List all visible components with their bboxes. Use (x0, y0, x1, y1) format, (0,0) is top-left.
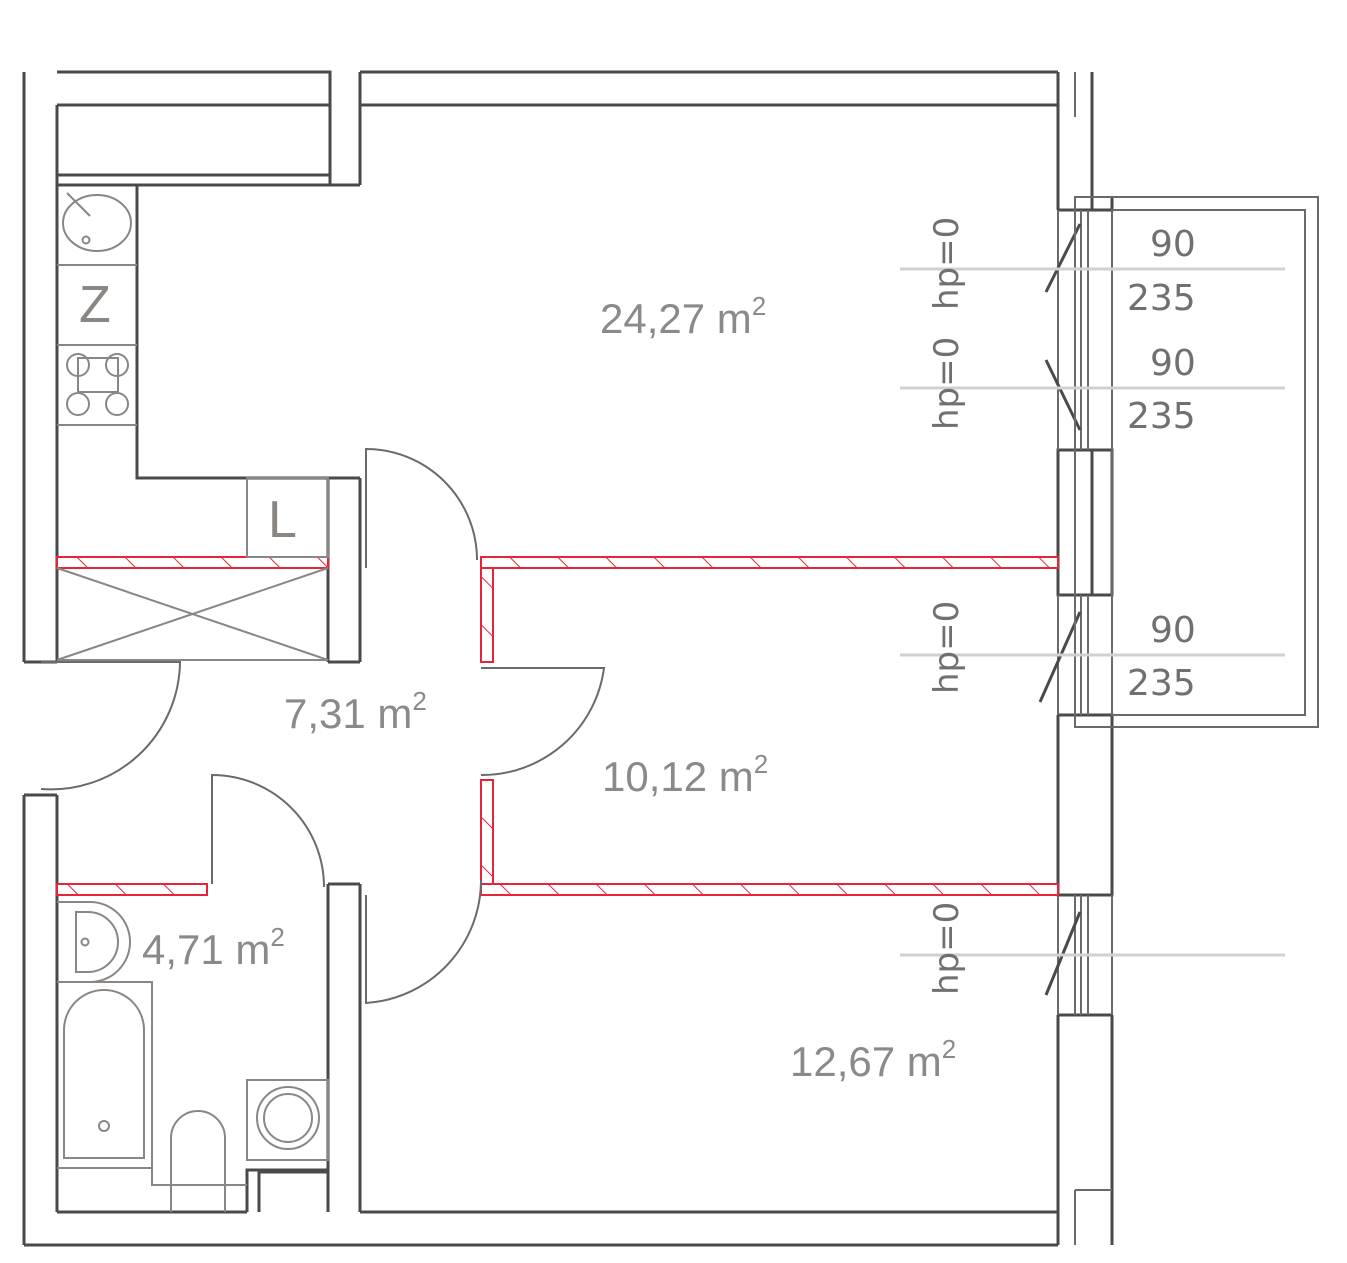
window-height: 235 (1127, 278, 1196, 319)
window-height: 235 (1127, 396, 1196, 437)
washer-label: L (268, 491, 297, 549)
new-walls (56, 556, 1059, 896)
door-entrance (40, 661, 182, 791)
stove-icon (66, 353, 129, 416)
sill-label: hp=0 (927, 337, 967, 430)
bathtub-icon (63, 989, 145, 1159)
sill-lines (900, 267, 1285, 957)
door-bedroom (480, 667, 606, 777)
room-area-living: 24,27 m2 (600, 291, 766, 342)
window-height: 235 (1127, 663, 1196, 704)
window-width: 90 (1150, 224, 1196, 265)
toilet-icon (170, 1110, 226, 1212)
sill-label: hp=0 (927, 217, 967, 310)
sill-label: hp=0 (927, 601, 967, 694)
washing-machine-icon (256, 1086, 320, 1150)
window-width: 90 (1150, 610, 1196, 651)
door-bathroom (211, 773, 325, 888)
fridge-label: Z (79, 276, 111, 334)
room-area-bathroom: 4,71 m2 (142, 922, 285, 973)
bathroom-fixtures (57, 901, 329, 1212)
room-area-hall: 7,31 m2 (284, 686, 427, 737)
sill-label: hp=0 (927, 902, 967, 995)
sink-icon (62, 194, 132, 252)
kitchen-fixtures: Z L (56, 192, 329, 661)
door-bedroom-2 (365, 879, 483, 1005)
window-width: 90 (1150, 343, 1196, 384)
door-living (365, 447, 478, 568)
doors (40, 447, 606, 1005)
washbasin-icon (57, 901, 131, 983)
room-area-bedroom: 10,12 m2 (602, 749, 768, 800)
room-area-bedroom-2: 12,67 m2 (790, 1034, 956, 1085)
balcony (1074, 196, 1319, 728)
wardrobe-icon (56, 567, 329, 661)
